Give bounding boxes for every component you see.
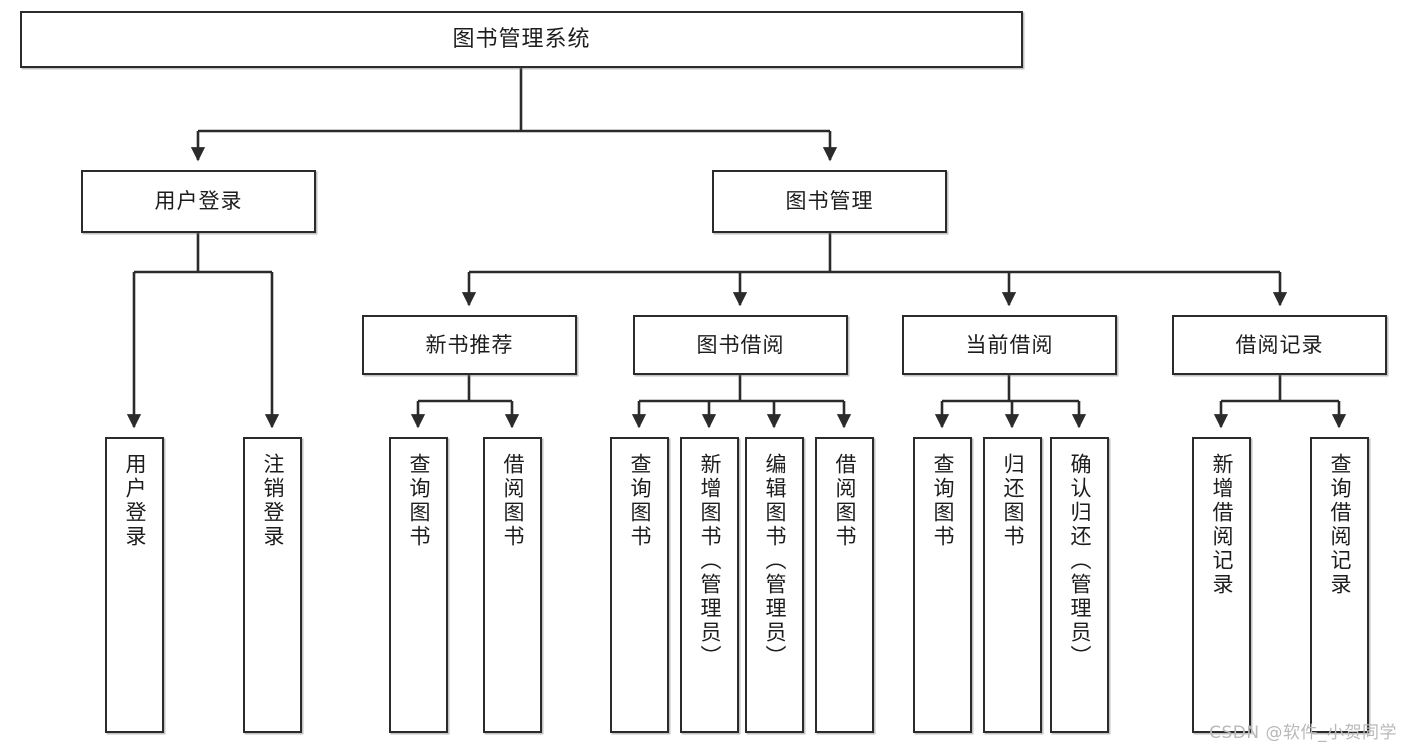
node-leaf-borrow-book-recommend[interactable]: 借阅图书: [483, 437, 542, 733]
node-leaf-label: 编辑图书（管理员）: [762, 453, 787, 669]
node-leaf-add-borrow-record[interactable]: 新增借阅记录: [1192, 437, 1251, 733]
node-leaf-label: 归还图书: [1000, 453, 1025, 549]
node-leaf-label: 确认归还（管理员）: [1067, 453, 1092, 669]
node-leaf-label: 查询图书: [627, 453, 652, 549]
node-book-borrow-label: 图书借阅: [696, 332, 785, 357]
node-new-book-recommend[interactable]: 新书推荐: [362, 315, 577, 375]
node-leaf-label: 查询借阅记录: [1327, 453, 1352, 597]
node-leaf-label: 注销登录: [260, 453, 285, 549]
node-leaf-edit-book-admin[interactable]: 编辑图书（管理员）: [745, 437, 804, 733]
node-book-borrow[interactable]: 图书借阅: [633, 315, 848, 375]
node-current-borrow-label: 当前借阅: [965, 332, 1054, 357]
node-leaf-label: 借阅图书: [832, 453, 857, 549]
node-leaf-query-book-current[interactable]: 查询图书: [913, 437, 972, 733]
node-leaf-user-login[interactable]: 用户登录: [105, 437, 164, 733]
node-leaf-label: 新增图书（管理员）: [697, 453, 722, 669]
node-leaf-borrow-book[interactable]: 借阅图书: [815, 437, 874, 733]
node-user-login-label: 用户登录: [154, 189, 243, 214]
node-new-book-recommend-label: 新书推荐: [425, 332, 514, 357]
node-leaf-label: 用户登录: [122, 453, 147, 549]
node-leaf-label: 查询图书: [930, 453, 955, 549]
node-leaf-query-borrow-record[interactable]: 查询借阅记录: [1310, 437, 1369, 733]
node-root[interactable]: 图书管理系统: [20, 11, 1023, 68]
node-root-label: 图书管理系统: [452, 26, 591, 52]
node-current-borrow[interactable]: 当前借阅: [902, 315, 1117, 375]
node-leaf-query-book-recommend[interactable]: 查询图书: [389, 437, 448, 733]
node-leaf-logout[interactable]: 注销登录: [243, 437, 302, 733]
node-book-management-label: 图书管理: [785, 189, 874, 214]
node-leaf-label: 新增借阅记录: [1209, 453, 1234, 597]
node-leaf-add-book-admin[interactable]: 新增图书（管理员）: [680, 437, 739, 733]
node-borrow-records-label: 借阅记录: [1235, 332, 1324, 357]
node-book-management[interactable]: 图书管理: [712, 170, 947, 233]
node-leaf-label: 查询图书: [406, 453, 431, 549]
node-leaf-label: 借阅图书: [500, 453, 525, 549]
node-user-login[interactable]: 用户登录: [81, 170, 316, 233]
csdn-watermark: CSDN @软件_小贺同学: [1209, 723, 1397, 743]
node-leaf-return-book[interactable]: 归还图书: [983, 437, 1042, 733]
node-borrow-records[interactable]: 借阅记录: [1172, 315, 1387, 375]
node-leaf-query-book[interactable]: 查询图书: [610, 437, 669, 733]
node-leaf-confirm-return-admin[interactable]: 确认归还（管理员）: [1050, 437, 1109, 733]
